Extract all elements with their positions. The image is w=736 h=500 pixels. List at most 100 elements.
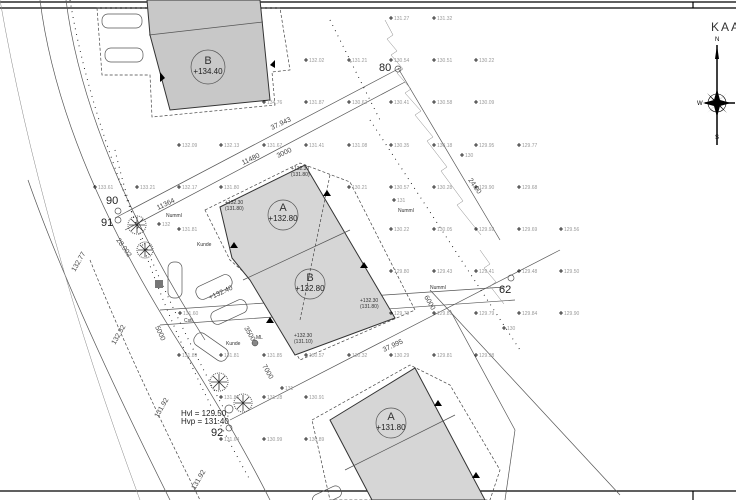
tree-icon (233, 393, 253, 413)
survey-points: 90 91 80 62 92 (101, 62, 515, 439)
spot-elevation: 132.17 (182, 185, 198, 191)
spot-elevation: 129.79 (394, 311, 410, 317)
dimension: 7000 (260, 364, 274, 381)
spot-elevation: 131.32 (437, 16, 453, 22)
spot-cross-icon (219, 353, 223, 357)
spot-elevation: 129.90 (564, 311, 580, 317)
spot-cross-icon (280, 386, 284, 390)
spot-elevation: 130.62 (352, 100, 368, 106)
entrance-arrow-icon (323, 190, 331, 196)
spot-cross-icon (474, 311, 478, 315)
spot-elevation: 130.51 (437, 58, 453, 64)
spot-elevation: 130.35 (394, 143, 410, 149)
spot-elevation: 134.76 (267, 100, 283, 106)
spot-cross-icon (177, 353, 181, 357)
spot-elevation: 131 (285, 386, 294, 392)
spot-elevation: 130.22 (394, 227, 410, 233)
spot-elevation: 133.61 (98, 185, 114, 191)
entrance-arrow-icon (270, 60, 275, 68)
building-label: B (306, 272, 313, 284)
spot-elevation: 130.28 (437, 185, 453, 191)
spot-elevation: 131.60 (183, 311, 199, 317)
spot-cross-icon (157, 222, 161, 226)
spot-elevation: 131.86 (224, 395, 240, 401)
spot-elevation: 129.77 (522, 143, 538, 149)
spot-elevation: 131.67 (267, 143, 283, 149)
spot-cross-icon (389, 100, 393, 104)
svg-text:131.92: 131.92 (154, 397, 171, 419)
spot-cross-icon (219, 395, 223, 399)
spot-elevation: 130.54 (394, 58, 410, 64)
svg-text:+132.30: +132.30 (225, 200, 243, 206)
spot-elevation: 130.05 (437, 227, 453, 233)
spot-elevation: 131.64 (224, 437, 240, 443)
hvl-label: Hvl = 129.50 (181, 409, 227, 418)
spot-cross-icon (304, 353, 308, 357)
point-number: 62 (499, 284, 511, 296)
spot-elevation: 129.43 (437, 269, 453, 275)
point-number: 91 (101, 217, 113, 229)
spot-elevation: 131.81 (224, 353, 240, 359)
entrance-arrow-icon (472, 472, 480, 478)
car-icon (167, 261, 183, 299)
ml-label: ML (256, 335, 263, 341)
spot-cross-icon (474, 185, 478, 189)
compass-south: S (715, 135, 719, 141)
spot-elevation: 130.29 (394, 353, 410, 359)
spot-cross-icon (517, 143, 521, 147)
spot-elevation: 131.21 (352, 58, 368, 64)
svg-text:(131.80): (131.80) (360, 304, 379, 310)
building-elevation: +132.80 (268, 214, 298, 223)
entrance-arrow-icon (160, 72, 165, 82)
hvp-label: Hvp = 131.40 (181, 417, 229, 426)
spot-elevation: 130.57 (309, 353, 325, 359)
spot-elevation: 131.89 (182, 353, 198, 359)
spot-cross-icon (219, 185, 223, 189)
spot-elevation: 130.58 (437, 100, 453, 106)
spot-elevation: 132.02 (309, 58, 325, 64)
spot-cross-icon (219, 143, 223, 147)
car-icon (312, 485, 342, 500)
lot-boundaries (114, 19, 621, 500)
dimension: 11480 (241, 152, 261, 166)
tree-icon (136, 241, 154, 259)
manhole-icon (251, 339, 259, 347)
spot-cross-icon (177, 143, 181, 147)
spot-cross-icon (389, 16, 393, 20)
corner-elevation: +132.30(131.80) (291, 166, 310, 178)
spot-cross-icon (474, 100, 478, 104)
building-label: A (387, 411, 395, 423)
spot-cross-icon (389, 143, 393, 147)
spot-cross-icon (135, 185, 139, 189)
parking-elevation: +132.40 (208, 285, 234, 302)
point-number: 80 (379, 62, 391, 74)
spot-elevation: 132.13 (224, 143, 240, 149)
spot-cross-icon (392, 198, 396, 202)
car-icon (195, 274, 233, 300)
spot-elevation: 131.80 (224, 185, 240, 191)
spot-cross-icon (432, 185, 436, 189)
dimension: 37.943 (270, 116, 292, 131)
spot-cross-icon (347, 353, 351, 357)
dimension: 3500 (242, 326, 256, 343)
spot-cross-icon (432, 16, 436, 20)
spot-cross-icon (474, 227, 478, 231)
corner-elevation: +132.30(131.80) (360, 298, 379, 310)
spot-elevation: 129.50 (564, 269, 580, 275)
spot-elevation: 131.27 (394, 16, 410, 22)
spot-cross-icon (502, 326, 506, 330)
spot-cross-icon (474, 58, 478, 62)
spot-cross-icon (178, 311, 182, 315)
tree-icon (127, 215, 147, 235)
spot-elevation: 131 (397, 198, 406, 204)
spot-cross-icon (304, 58, 308, 62)
spot-elevations: 131.27 131.32 132.02 131.21 130.54 130.51 130… (93, 16, 580, 443)
spot-cross-icon (347, 58, 351, 62)
svg-text:132.32: 132.32 (111, 324, 128, 346)
spot-cross-icon (262, 100, 266, 104)
spot-elevation: 130.91 (309, 395, 325, 401)
building-ab-middle: A +132.80 B +132.80 +132.30(131.80) +132… (204, 162, 416, 361)
svg-text:+132.30: +132.30 (360, 298, 378, 304)
